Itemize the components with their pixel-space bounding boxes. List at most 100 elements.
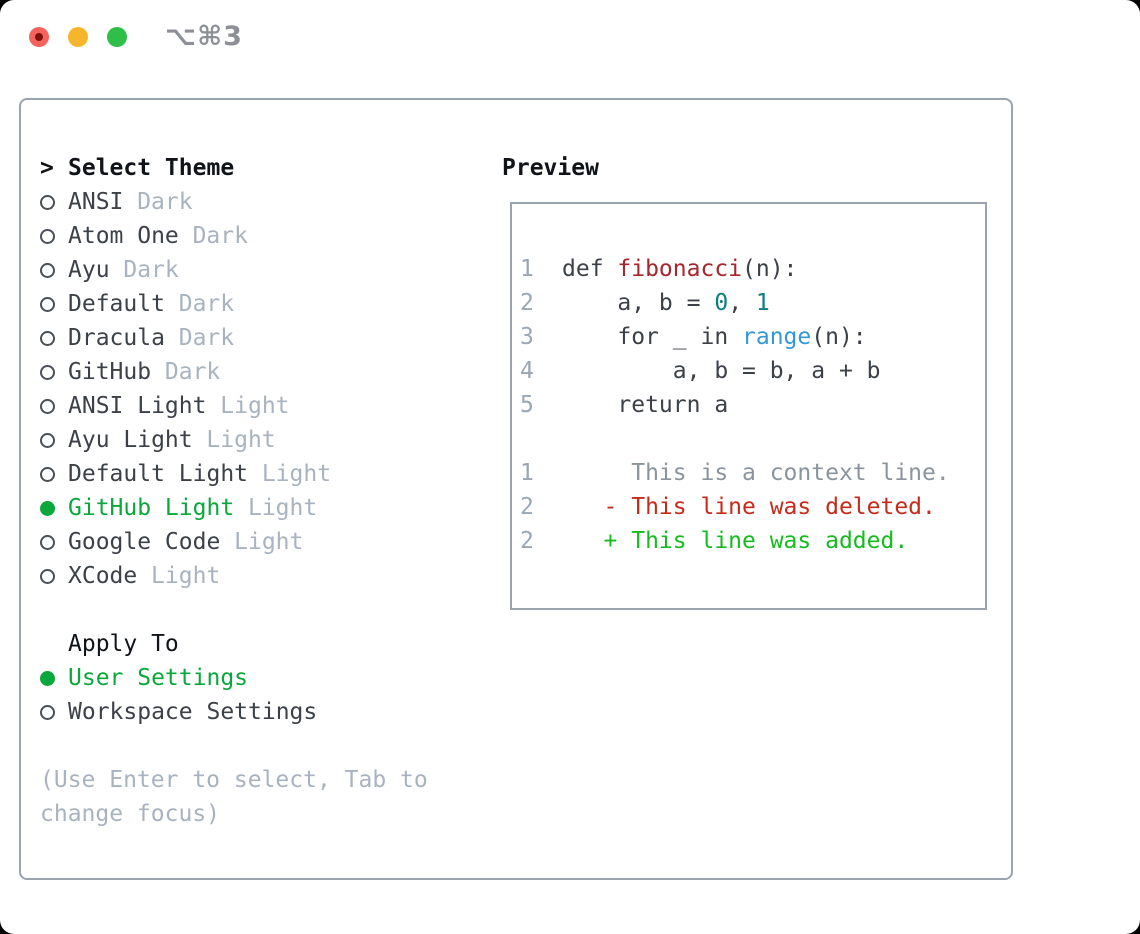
close-button-dot-icon	[35, 33, 43, 41]
radio-marker	[40, 704, 68, 720]
option-tag: Dark	[192, 223, 248, 249]
radio-icon	[40, 670, 55, 686]
code-segment-added: + This line was added.	[562, 528, 909, 554]
line-content: for _ in range(n):	[562, 320, 866, 354]
radio-marker	[40, 500, 68, 516]
theme-item-ayu-light[interactable]: Ayu Light Light	[40, 423, 331, 457]
theme-item-atom-one[interactable]: Atom One Dark	[40, 219, 331, 253]
apply-option-workspace-settings[interactable]: Workspace Settings	[40, 695, 317, 729]
radio-marker	[40, 670, 68, 686]
zoom-button[interactable]	[107, 27, 127, 47]
radio-icon	[40, 500, 55, 516]
code-segment-plain: def	[562, 256, 618, 282]
radio-marker	[40, 296, 68, 312]
preview-line: 2 a, b = 0, 1	[512, 286, 985, 320]
hint-line-1: (Use Enter to select, Tab to	[40, 767, 428, 793]
radio-marker	[40, 330, 68, 346]
theme-menu: > Select Theme ANSI Dark Atom One Dark A…	[40, 151, 331, 593]
radio-icon	[40, 398, 55, 414]
radio-icon	[40, 568, 55, 584]
preview-line: 2 + This line was added.	[512, 524, 985, 558]
theme-item-github-light[interactable]: GitHub Light Light	[40, 491, 331, 525]
line-content: def fibonacci(n):	[562, 252, 797, 286]
theme-item-ayu[interactable]: Ayu Dark	[40, 253, 331, 287]
minimize-button[interactable]	[68, 27, 88, 47]
apply-to-title: Apply To	[68, 631, 179, 657]
radio-marker	[40, 534, 68, 550]
code-segment-plain: a, b =	[562, 290, 715, 316]
hint-line-2: change focus)	[40, 801, 221, 827]
code-segment-plain: return a	[562, 392, 729, 418]
option-label: User Settings	[68, 665, 249, 691]
radio-icon	[40, 432, 55, 448]
preview-line: 2 - This line was deleted.	[512, 490, 985, 524]
radio-marker	[40, 262, 68, 278]
option-tag: Dark	[123, 257, 179, 283]
preview-line: 5 return a	[512, 388, 985, 422]
option-label: Ayu	[68, 257, 110, 283]
radio-icon	[40, 466, 55, 482]
radio-icon	[40, 228, 55, 244]
option-label: XCode	[68, 563, 138, 589]
theme-item-xcode[interactable]: XCode Light	[40, 559, 331, 593]
preview-line: 4 a, b = b, a + b	[512, 354, 985, 388]
option-tag: Light	[261, 461, 332, 487]
option-label: Default Light	[68, 461, 249, 487]
line-number: 2	[520, 290, 534, 316]
code-segment-plain: ,	[728, 290, 756, 316]
theme-item-dracula[interactable]: Dracula Dark	[40, 321, 331, 355]
line-number: 2	[520, 494, 534, 520]
option-label: Google Code	[68, 529, 221, 555]
line-content: This is a context line.	[562, 456, 950, 490]
theme-item-ansi-light[interactable]: ANSI Light Light	[40, 389, 331, 423]
preview-line	[512, 422, 985, 456]
code-segment-plain: a, b = b, a + b	[562, 358, 881, 384]
radio-icon	[40, 704, 55, 720]
code-segment-plain: for _ in	[562, 324, 743, 350]
line-number: 1	[520, 460, 534, 486]
option-label: Workspace Settings	[68, 699, 318, 725]
preview-line: 3 for _ in range(n):	[512, 320, 985, 354]
theme-item-ansi[interactable]: ANSI Dark	[40, 185, 331, 219]
radio-icon	[40, 364, 55, 380]
code-segment-plain: (n):	[742, 256, 798, 282]
option-tag: Light	[234, 529, 304, 555]
theme-selector-panel: > Select Theme ANSI Dark Atom One Dark A…	[19, 98, 1013, 880]
option-tag: Dark	[137, 189, 193, 215]
option-label: GitHub	[68, 359, 152, 385]
option-tag: Light	[247, 495, 318, 521]
option-label: GitHub Light	[68, 495, 235, 521]
theme-menu-header: > Select Theme	[40, 151, 331, 185]
option-label: ANSI Light	[68, 393, 207, 419]
line-number: 2	[520, 528, 534, 554]
code-segment-function: fibonacci	[617, 256, 743, 282]
option-label: Ayu Light	[68, 427, 193, 453]
option-tag: Dark	[178, 325, 235, 351]
preview-box: 1 def fibonacci(n): 2 a, b = 0, 1 3 for …	[510, 202, 987, 610]
line-content: + This line was added.	[562, 524, 909, 558]
apply-option-user-settings[interactable]: User Settings	[40, 661, 317, 695]
code-segment-number: 0	[714, 290, 729, 316]
preview-title: Preview	[502, 155, 599, 181]
radio-icon	[40, 534, 55, 550]
apply-to-section: Apply To User Settings Workspace Setting…	[40, 627, 317, 729]
prompt-icon: >	[40, 155, 54, 181]
theme-item-default-light[interactable]: Default Light Light	[40, 457, 331, 491]
theme-item-default[interactable]: Default Dark	[40, 287, 331, 321]
radio-marker	[40, 398, 68, 414]
line-content: a, b = b, a + b	[562, 354, 881, 388]
line-content: a, b = 0, 1	[562, 286, 770, 320]
radio-marker	[40, 466, 68, 482]
theme-item-github[interactable]: GitHub Dark	[40, 355, 331, 389]
preview-line: 1 def fibonacci(n):	[512, 252, 985, 286]
radio-icon	[40, 296, 55, 312]
line-number: 3	[520, 324, 534, 350]
preview-line: 1 This is a context line.	[512, 456, 985, 490]
option-tag: Light	[220, 393, 290, 419]
code-segment-number: 1	[755, 290, 770, 316]
radio-icon	[40, 194, 55, 210]
option-label: Dracula	[68, 325, 165, 351]
theme-item-google-code[interactable]: Google Code Light	[40, 525, 331, 559]
close-button[interactable]	[29, 27, 49, 47]
